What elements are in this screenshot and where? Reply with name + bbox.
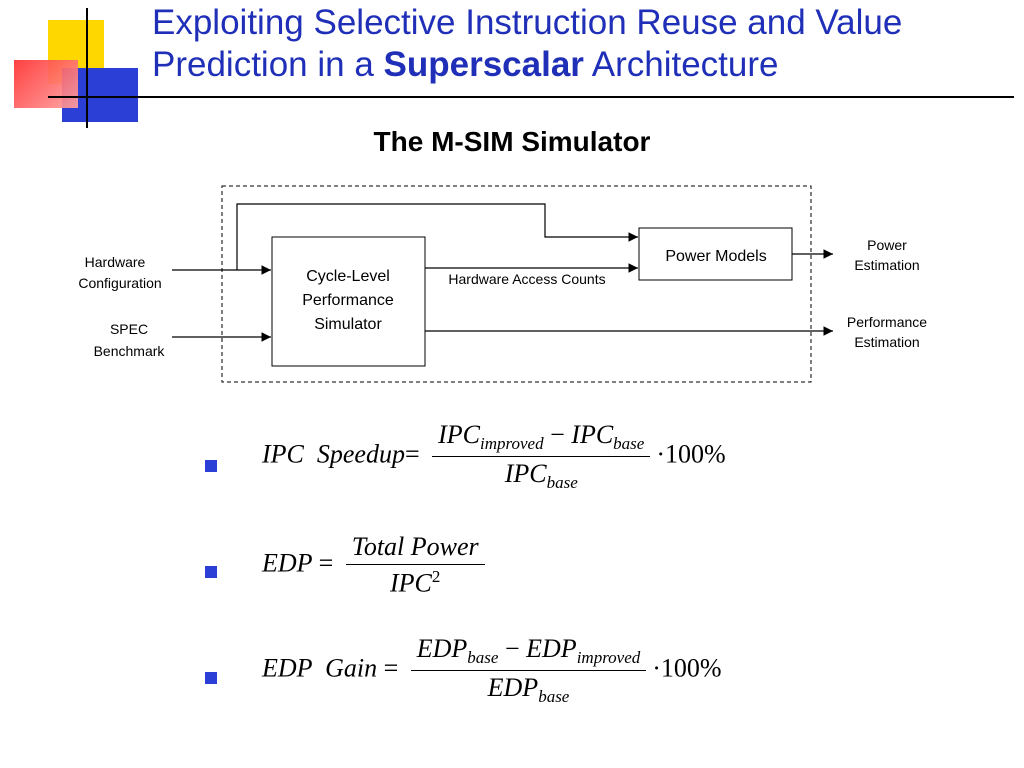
edp-equation: EDP = Total Power IPC2 bbox=[262, 532, 491, 599]
equals-sign: = bbox=[404, 439, 420, 469]
power-estimation-line-2: Estimation bbox=[854, 257, 919, 273]
numerator-term-b: IPC bbox=[571, 420, 614, 449]
edp-gain-tail: ·100% bbox=[652, 653, 722, 683]
denominator-term-sub: base bbox=[546, 473, 578, 493]
minus-sign: − bbox=[504, 634, 520, 663]
spec-label-line-1: SPEC bbox=[110, 321, 148, 337]
equals-sign: = bbox=[383, 653, 399, 683]
bullet-edp-gain bbox=[205, 672, 217, 684]
config-to-power-models-path bbox=[236, 203, 638, 270]
title-line-2-post: Architecture bbox=[583, 45, 779, 84]
decor-red-square bbox=[14, 60, 78, 108]
ipc-speedup-tail: ·100% bbox=[656, 439, 726, 469]
performance-estimation-line-2: Estimation bbox=[854, 334, 919, 350]
minus-sign: − bbox=[550, 420, 565, 449]
edp-gain-denominator: EDPbase bbox=[411, 671, 647, 707]
denominator-term: EDP bbox=[487, 673, 539, 703]
spec-label-line-2: Benchmark bbox=[94, 343, 166, 359]
hardware-label-line-1: Hardware bbox=[85, 254, 146, 270]
numerator-term-a-sub: base bbox=[467, 648, 499, 668]
numerator-term-a-sub: improved bbox=[480, 434, 544, 454]
simulator-boundary bbox=[221, 185, 812, 383]
slide-title: Exploiting Selective Instruction Reuse a… bbox=[152, 2, 1012, 86]
power-models-box bbox=[638, 227, 793, 281]
bullet-ipc-speedup bbox=[205, 460, 217, 472]
denominator-exponent: 2 bbox=[431, 567, 441, 586]
numerator-term-b: EDP bbox=[526, 634, 577, 663]
title-line-2-pre: Prediction in a bbox=[152, 45, 384, 84]
numerator-term-b-sub: base bbox=[613, 434, 645, 454]
ipc-speedup-fraction: IPCimproved − IPCbase IPCbase bbox=[432, 420, 651, 493]
ipc-speedup-numerator: IPCimproved − IPCbase bbox=[432, 420, 651, 458]
performance-estimation-line-1: Performance bbox=[847, 314, 927, 330]
numerator-term-a: IPC bbox=[438, 420, 481, 449]
hardware-label-line-2: Configuration bbox=[78, 275, 161, 291]
edp-numerator: Total Power bbox=[345, 532, 485, 565]
denominator-term: IPC bbox=[504, 459, 547, 489]
title-underline bbox=[48, 96, 1014, 98]
equals-sign: = bbox=[318, 548, 334, 578]
title-line-1: Exploiting Selective Instruction Reuse a… bbox=[152, 3, 903, 42]
edp-lhs: EDP bbox=[262, 548, 313, 578]
ipc-speedup-equation: IPC Speedup= IPCimproved − IPCbase IPCba… bbox=[262, 420, 726, 493]
edp-gain-equation: EDP Gain = EDPbase − EDPimproved EDPbase… bbox=[262, 634, 722, 707]
edp-fraction: Total Power IPC2 bbox=[345, 532, 485, 599]
denominator-term-sub: base bbox=[538, 687, 570, 707]
numerator-term-a: EDP bbox=[416, 634, 468, 663]
bullet-edp bbox=[205, 566, 217, 578]
simulator-label-line-1: Cycle-Level bbox=[306, 268, 390, 285]
simulator-label-line-2: Performance bbox=[302, 292, 394, 309]
edp-gain-lhs: EDP Gain bbox=[262, 653, 378, 683]
section-subtitle: The M-SIM Simulator bbox=[373, 126, 651, 157]
ipc-speedup-denominator: IPCbase bbox=[432, 457, 650, 493]
edp-denominator: IPC2 bbox=[346, 565, 485, 599]
cycle-level-simulator-box bbox=[271, 236, 426, 367]
edp-gain-numerator: EDPbase − EDPimproved bbox=[410, 634, 647, 672]
access-counts-label: Hardware Access Counts bbox=[448, 271, 605, 287]
simulator-label-line-3: Simulator bbox=[314, 316, 382, 333]
decor-vertical-line bbox=[86, 8, 88, 128]
ipc-speedup-lhs: IPC Speedup bbox=[262, 439, 405, 469]
edp-gain-fraction: EDPbase − EDPimproved EDPbase bbox=[410, 634, 647, 707]
denominator-term: IPC bbox=[390, 568, 432, 598]
power-estimation-line-1: Power bbox=[867, 237, 907, 253]
power-models-label: Power Models bbox=[665, 248, 766, 265]
title-line-2: Prediction in a Superscalar Architecture bbox=[152, 44, 1012, 86]
numerator-term-b-sub: improved bbox=[576, 648, 641, 668]
title-line-2-bold: Superscalar bbox=[383, 45, 584, 84]
